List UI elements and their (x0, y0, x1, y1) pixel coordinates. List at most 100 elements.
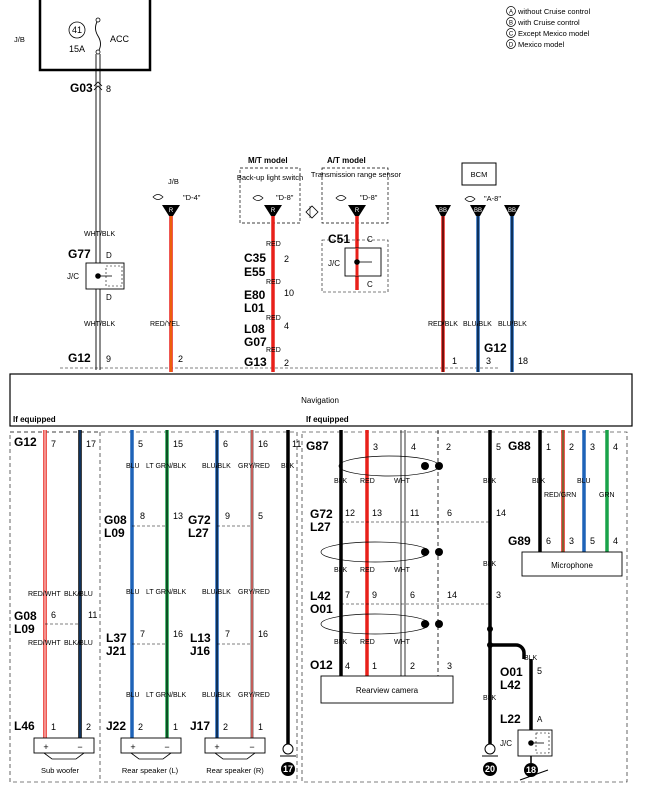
bcm-module: BCM "A-8" BB BB BB (435, 162, 520, 216)
svg-text:J21: J21 (106, 644, 126, 658)
svg-text:4: 4 (284, 321, 289, 331)
svg-text:BLU/BLK: BLU/BLK (202, 692, 231, 699)
svg-text:5: 5 (537, 666, 542, 676)
if-equipped-left: If equipped (13, 415, 56, 424)
mt-model-switch: M/T model Back-up light switch "D-8" R (237, 156, 303, 372)
svg-text:LT GRN/BLK: LT GRN/BLK (146, 589, 187, 596)
svg-text:R: R (169, 208, 174, 214)
svg-text:J/C: J/C (328, 259, 340, 268)
svg-text:BLK: BLK (483, 478, 497, 485)
svg-text:1: 1 (173, 722, 178, 732)
svg-text:J/B: J/B (168, 177, 179, 186)
svg-text:9: 9 (372, 590, 377, 600)
svg-text:L09: L09 (104, 526, 125, 540)
svg-text:14: 14 (447, 590, 457, 600)
pin-label: 8 (106, 84, 111, 94)
svg-text:RED/WHT: RED/WHT (28, 640, 61, 647)
svg-text:A: A (537, 715, 543, 724)
svg-text:Back-up light switch: Back-up light switch (237, 173, 303, 182)
svg-text:RED: RED (266, 347, 281, 354)
svg-text:7: 7 (140, 629, 145, 639)
svg-text:C: C (509, 32, 514, 38)
svg-text:6: 6 (410, 590, 415, 600)
svg-text:"D-8": "D-8" (360, 193, 378, 202)
svg-text:G13: G13 (244, 355, 267, 369)
svg-text:"A-8": "A-8" (484, 194, 501, 203)
svg-text:ACC: ACC (110, 34, 130, 44)
svg-text:L42: L42 (500, 678, 521, 692)
svg-text:L13: L13 (190, 631, 211, 645)
svg-text:G12: G12 (484, 341, 507, 355)
svg-text:BB: BB (508, 208, 516, 214)
svg-text:4: 4 (345, 661, 350, 671)
svg-text:BLU/BLK: BLU/BLK (202, 463, 231, 470)
svg-text:RED: RED (360, 478, 375, 485)
model-selector-icon (305, 205, 319, 219)
svg-text:13: 13 (173, 511, 183, 521)
svg-text:R: R (355, 208, 360, 214)
svg-text:BLK: BLK (532, 478, 546, 485)
wire-wht-blk (95, 54, 101, 370)
svg-text:O01: O01 (500, 665, 523, 679)
svg-text:C35: C35 (244, 251, 266, 265)
svg-text:2: 2 (284, 358, 289, 368)
svg-text:+: + (214, 742, 219, 752)
svg-text:without Cruise control: without Cruise control (517, 7, 590, 16)
svg-text:BLK: BLK (334, 567, 348, 574)
svg-text:E80: E80 (244, 288, 266, 302)
svg-text:+: + (43, 742, 48, 752)
svg-text:1: 1 (452, 356, 457, 366)
svg-text:17: 17 (283, 764, 293, 774)
svg-text:G72: G72 (310, 507, 333, 521)
svg-text:Microphone: Microphone (551, 561, 593, 570)
svg-text:11: 11 (410, 508, 419, 518)
svg-text:G72: G72 (188, 513, 211, 527)
svg-text:1: 1 (51, 722, 56, 732)
rearview-camera: Rearview camera (320, 675, 454, 704)
svg-text:12: 12 (345, 508, 355, 518)
svg-text:WHT: WHT (394, 567, 411, 574)
svg-text:BLU: BLU (126, 463, 140, 470)
svg-text:2: 2 (569, 442, 574, 452)
svg-text:41: 41 (72, 25, 82, 35)
svg-text:BLK: BLK (334, 478, 348, 485)
wire-label: WHT/BLK (84, 321, 115, 328)
ground-17: 17 (280, 743, 296, 776)
wire-label: WHT/BLK (84, 231, 115, 238)
svg-text:BLU: BLU (126, 589, 140, 596)
svg-text:J/C: J/C (500, 739, 512, 748)
svg-text:BLK: BLK (281, 463, 295, 470)
svg-text:7: 7 (345, 590, 350, 600)
svg-text:2: 2 (446, 442, 451, 452)
svg-text:1: 1 (372, 661, 377, 671)
svg-text:J/B: J/B (14, 35, 25, 44)
svg-text:BLK: BLK (524, 655, 538, 662)
svg-text:8: 8 (140, 511, 145, 521)
svg-text:6: 6 (51, 610, 56, 620)
svg-text:2: 2 (284, 254, 289, 264)
svg-text:3: 3 (496, 590, 501, 600)
svg-text:C51: C51 (328, 232, 350, 246)
wire-red-yel: J/B "D-4" R RED/YEL 2 (150, 177, 201, 372)
svg-text:4: 4 (411, 442, 416, 452)
svg-text:Transmission range sensor: Transmission range sensor (311, 170, 402, 179)
svg-text:G08: G08 (14, 609, 37, 623)
svg-text:D: D (106, 251, 112, 260)
svg-text:BLU: BLU (126, 692, 140, 699)
bcm-wires: RED/BLK BLU/BLK BLU/BLK G12 1 3 18 (428, 216, 528, 372)
svg-text:3: 3 (590, 442, 595, 452)
svg-text:RED/GRN: RED/GRN (544, 492, 576, 499)
svg-text:"D-8": "D-8" (276, 193, 294, 202)
navigation-unit (9, 373, 633, 427)
svg-text:16: 16 (258, 629, 268, 639)
svg-text:10: 10 (284, 288, 294, 298)
svg-text:6: 6 (546, 536, 551, 546)
svg-text:4: 4 (613, 536, 618, 546)
svg-text:−: − (77, 742, 82, 752)
svg-text:Rear speaker (R): Rear speaker (R) (206, 766, 264, 775)
svg-text:RED/YEL: RED/YEL (150, 321, 180, 328)
svg-text:BCM: BCM (471, 170, 488, 179)
svg-text:3: 3 (569, 536, 574, 546)
svg-text:2: 2 (138, 722, 143, 732)
svg-text:R: R (271, 208, 276, 214)
